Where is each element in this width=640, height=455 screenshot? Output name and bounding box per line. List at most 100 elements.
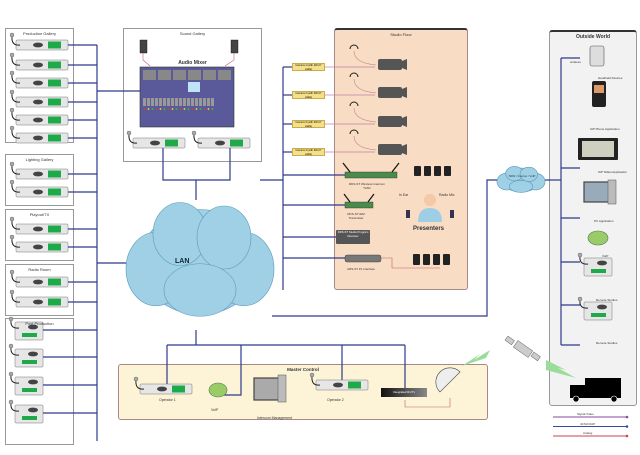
indicator-led [195, 108, 198, 110]
indicator-led [151, 108, 154, 110]
antenna [367, 193, 375, 203]
truck-cab [570, 385, 585, 398]
indicator-led [191, 108, 194, 110]
mic-icon [9, 161, 15, 167]
signal-bolt-icon [546, 360, 576, 378]
camera-icon [378, 87, 402, 98]
camera-lens [402, 59, 407, 70]
fader [167, 98, 170, 106]
wireless-intercom [344, 171, 398, 179]
keypad-display [348, 381, 361, 389]
fader [155, 98, 158, 106]
wireless-link-label: wireless [570, 60, 581, 64]
speaker-icon [28, 407, 38, 413]
wireless-intercom-label: RDS-ST Wireless Intercom Tx/Rx [349, 182, 385, 190]
fader [163, 98, 166, 106]
speaker-icon [157, 386, 167, 392]
mic-icon [577, 252, 583, 258]
fader [183, 98, 186, 106]
indicator-led [155, 108, 158, 110]
mixer-screen [188, 82, 200, 92]
mic-icon [11, 128, 21, 139]
speaker-icon [33, 80, 43, 86]
mic-icon [9, 70, 15, 76]
mic-icon [311, 375, 321, 386]
operator2-label: Operator 2 [327, 398, 344, 402]
bus-line [162, 148, 231, 181]
legend-label: Analog [583, 431, 593, 435]
ob-truck-icon [585, 378, 621, 398]
mic-icon [11, 292, 21, 303]
speaker-icon [28, 379, 38, 385]
keypad-display [172, 385, 185, 393]
mixer-module [218, 70, 231, 80]
group-title: Production Gallery [23, 31, 56, 36]
mic-icon [8, 343, 14, 349]
keypad-display [48, 116, 61, 124]
indicator-led [211, 108, 214, 110]
headset-icon [349, 72, 359, 78]
keypad-display [165, 139, 178, 147]
indicator-led [175, 108, 178, 110]
indicator-led [187, 108, 190, 110]
speaker-right [230, 39, 239, 54]
camera-lens [402, 144, 407, 155]
speaker-icon [33, 62, 43, 68]
camera-lens [402, 87, 407, 98]
speaker-icon [33, 226, 43, 232]
keypad-display [48, 61, 61, 69]
mic-icon [577, 296, 583, 302]
voip-phone-icon [208, 382, 228, 398]
keypad-display [48, 298, 61, 306]
mixer-module [188, 70, 201, 80]
mic-icon [9, 32, 15, 38]
mic-icon [9, 125, 15, 131]
analog-line [142, 53, 151, 67]
mic-icon [10, 346, 20, 356]
keypad-display [48, 225, 61, 233]
keypad-display [48, 278, 61, 286]
fader [211, 98, 214, 106]
mixer-module [143, 70, 156, 80]
voip-label: VoIP [211, 408, 219, 412]
ow-item-label: VoIP [602, 254, 609, 258]
radio-pack [450, 210, 454, 218]
audio-mixer-label: Audio Mixer [178, 60, 207, 66]
antenna [343, 193, 351, 203]
mic-icon [11, 237, 21, 248]
mic-icon [128, 133, 138, 144]
operator1-label: Operator 1 [159, 398, 176, 402]
beltpack-icon [444, 166, 451, 176]
group-title: Playout/TX [29, 212, 50, 217]
speaker-icon [33, 279, 43, 285]
keypad-display [48, 188, 61, 196]
pc-tower-icon [607, 179, 617, 205]
mic-icon [10, 319, 20, 329]
analog-line [224, 53, 235, 67]
mixer-module [203, 70, 216, 80]
keypad-display [22, 360, 37, 364]
mic-icon [9, 216, 15, 222]
phone-screen [594, 85, 604, 93]
bus-line [218, 345, 242, 396]
fader [159, 98, 162, 106]
speaker-icon [28, 351, 38, 357]
group-lighting-gallery: Lighting Gallery [5, 154, 74, 206]
indicator-led [159, 108, 162, 110]
pc-monitor-icon [253, 377, 281, 401]
mic-icon [10, 374, 20, 384]
mic-icon [11, 182, 21, 193]
speaker-icon [597, 304, 607, 310]
mic-icon [193, 133, 203, 144]
indicator-led [179, 108, 182, 110]
headset-cable [353, 107, 377, 123]
keypad-display [48, 98, 61, 106]
group-title: Outside World [575, 34, 611, 40]
mic-icon [9, 179, 15, 185]
presenters-label: Presenters [413, 226, 445, 232]
transmitter-label: RDS-ST IEM Transmitter [347, 212, 365, 220]
group-title: Radio Room [28, 267, 51, 272]
group-studio-floor: Studio Floor RDS-ST Wireless Intercom Tx… [334, 28, 468, 290]
speaker-icon [333, 382, 343, 388]
